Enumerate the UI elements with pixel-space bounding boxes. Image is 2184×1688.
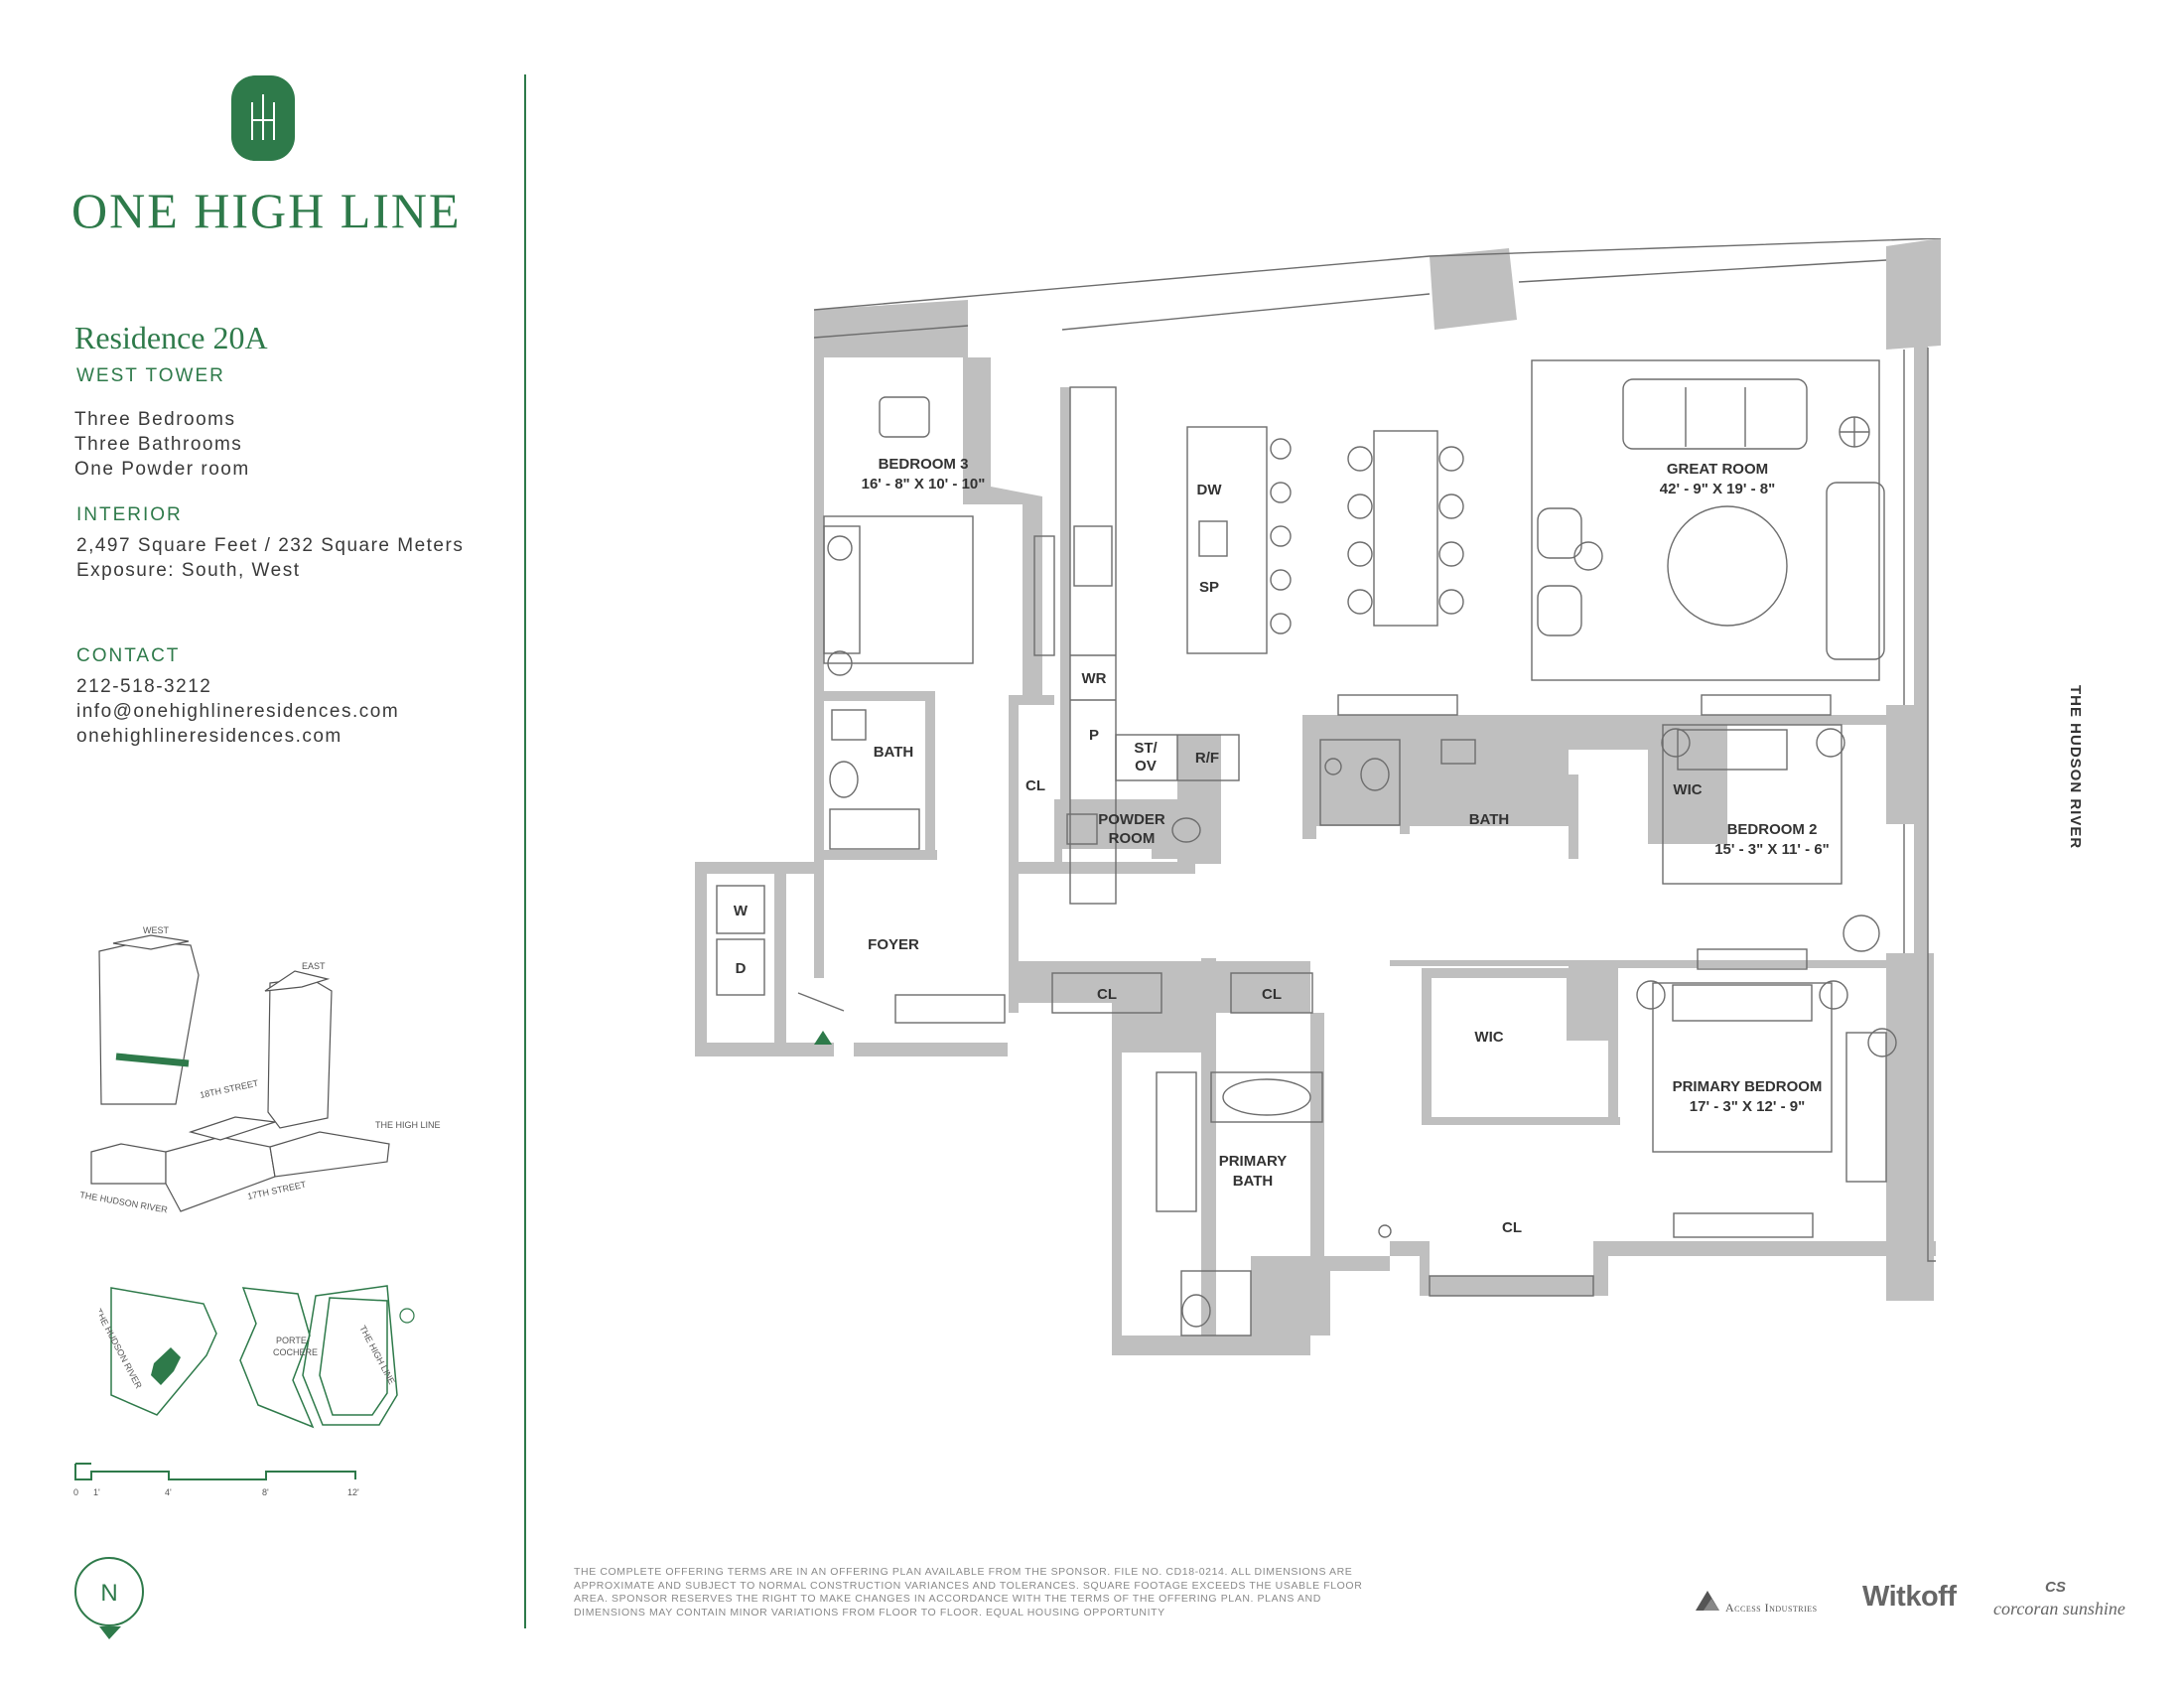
towers-axonometric-map: WEST EAST 18TH STREET THE HIGH LINE THE …	[79, 925, 441, 1215]
map-hudson: THE HUDSON RIVER	[79, 1190, 169, 1214]
interior-area: 2,497 Square Feet / 232 Square Meters	[76, 535, 465, 556]
scale-mark-12: 12'	[347, 1487, 359, 1497]
room-primary-bath-2: BATH	[1233, 1173, 1274, 1190]
room-cl1: CL	[1025, 777, 1045, 794]
room-bath3: BATH	[874, 744, 914, 761]
room-powder-2: ROOM	[1109, 830, 1156, 847]
room-powder-1: POWDER	[1098, 811, 1165, 828]
room-bath2: BATH	[1469, 811, 1510, 828]
one-high-line-logo-icon	[231, 75, 295, 161]
contact-phone[interactable]: 212-518-3212	[76, 676, 212, 697]
room-cl2: CL	[1097, 986, 1117, 1003]
room-bedroom3: BEDROOM 3	[879, 456, 969, 473]
contact-email[interactable]: info@onehighlineresidences.com	[76, 701, 400, 722]
room-primary-bedroom: PRIMARY BEDROOM	[1673, 1078, 1823, 1095]
access-industries-icon	[1696, 1591, 1719, 1611]
room-bedroom2: BEDROOM 2	[1727, 821, 1818, 838]
room-bedroom3-dim: 16' - 8" X 10' - 10"	[862, 476, 986, 492]
contact-website[interactable]: onehighlineresidences.com	[76, 726, 342, 747]
room-great-room: GREAT ROOM	[1667, 461, 1768, 478]
map-18th-street: 18TH STREET	[199, 1078, 259, 1100]
room-cl4: CL	[1502, 1219, 1522, 1236]
north-compass-icon: N	[74, 1557, 144, 1639]
room-primary-bedroom-dim: 17' - 3" X 12' - 9"	[1690, 1098, 1805, 1115]
label-wr: WR	[1082, 670, 1107, 687]
site-hudson: THE HUDSON RIVER	[99, 1307, 144, 1390]
room-cl3: CL	[1262, 986, 1282, 1003]
label-p: P	[1089, 727, 1099, 744]
label-d: D	[736, 960, 747, 977]
scale-mark-4: 4'	[165, 1487, 172, 1497]
feature-bathrooms: Three Bathrooms	[74, 434, 243, 455]
label-sp: SP	[1199, 579, 1219, 596]
map-high-line: THE HIGH LINE	[375, 1120, 441, 1130]
label-st: ST/	[1134, 740, 1158, 757]
residence-title: Residence 20A	[74, 320, 268, 355]
scale-mark-0: 0	[73, 1487, 78, 1497]
scale-bar: 0 1' 4' 8' 12'	[73, 1463, 359, 1497]
map-west-label: WEST	[143, 925, 170, 935]
contact-details: 212-518-3212 info@onehighlineresidences.…	[76, 674, 399, 749]
scale-mark-8: 8'	[262, 1487, 269, 1497]
room-wic1: WIC	[1474, 1029, 1503, 1046]
panel-divider	[524, 74, 526, 1628]
developer-corcoran-sunshine: corcoran sunshine	[1993, 1599, 2125, 1618]
interior-details: 2,497 Square Feet / 232 Square Meters Ex…	[76, 533, 464, 583]
scale-mark-1: 1'	[93, 1487, 100, 1497]
label-w: W	[734, 903, 749, 919]
room-foyer: FOYER	[868, 936, 919, 953]
feature-powder: One Powder room	[74, 459, 250, 480]
room-great-room-dim: 42' - 9" X 19' - 8"	[1660, 481, 1775, 497]
hudson-river-label: THE HUDSON RIVER	[2067, 685, 2084, 850]
developer-witkoff: Witkoff	[1862, 1581, 1957, 1613]
brand-name: ONE HIGH LINE	[71, 183, 462, 238]
site-cochere: COCHERE	[273, 1347, 318, 1357]
contact-heading: CONTACT	[76, 645, 181, 666]
compass-n: N	[100, 1580, 117, 1607]
corcoran-sunshine-icon: CS	[2045, 1579, 2066, 1596]
tower-label: WEST TOWER	[76, 365, 225, 386]
room-bedroom2-dim: 15' - 3" X 11' - 6"	[1714, 841, 1830, 858]
developer-access-industries: Access Industries	[1725, 1601, 1818, 1615]
site-porte: PORTE-	[276, 1336, 310, 1345]
label-rf: R/F	[1195, 750, 1219, 767]
interior-heading: INTERIOR	[76, 504, 183, 525]
floor-plan: BEDROOM 3 16' - 8" X 10' - 10" GREAT ROO…	[695, 238, 1942, 1355]
interior-exposure: Exposure: South, West	[76, 560, 301, 581]
map-east-label: EAST	[302, 961, 326, 971]
room-primary-bath-1: PRIMARY	[1219, 1153, 1288, 1170]
residence-features: Three Bedrooms Three Bathrooms One Powde…	[74, 407, 250, 482]
site-plan-map: THE HUDSON RIVER PORTE- COCHERE THE HIGH…	[99, 1285, 415, 1429]
feature-bedrooms: Three Bedrooms	[74, 409, 236, 430]
legal-disclaimer: THE COMPLETE OFFERING TERMS ARE IN AN OF…	[574, 1566, 1363, 1618]
room-wic2: WIC	[1673, 781, 1702, 798]
label-ov: OV	[1135, 758, 1157, 774]
label-dw: DW	[1197, 482, 1223, 498]
